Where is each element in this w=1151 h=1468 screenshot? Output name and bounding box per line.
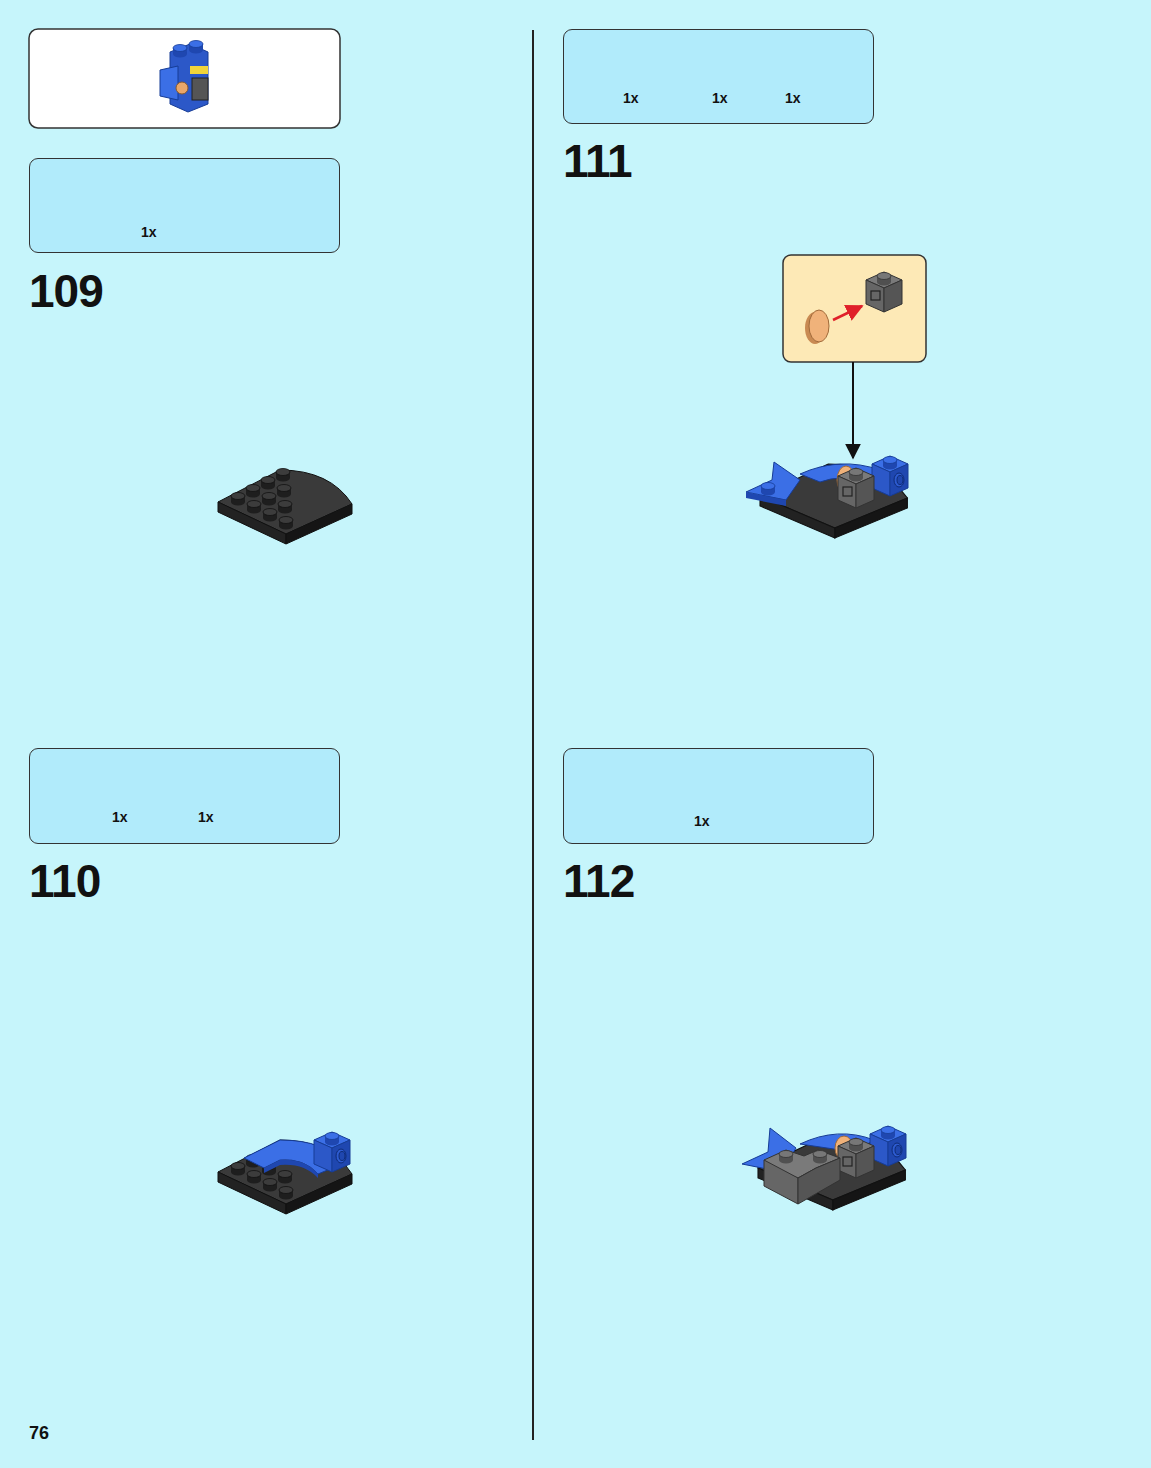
- part-quantity: 1x: [712, 90, 728, 106]
- parts-callout-box: 1x 1x: [29, 748, 340, 844]
- step-109-model: [218, 469, 352, 545]
- step-number: 109: [29, 268, 103, 314]
- part-quantity: 1x: [694, 813, 710, 829]
- part-quantity: 1x: [198, 809, 214, 825]
- placement-arrow: [852, 362, 854, 458]
- step-110-model: [218, 1132, 352, 1214]
- step-number: 111: [563, 138, 632, 184]
- step-112-model: [742, 1126, 906, 1210]
- parts-callout-box: 1x: [29, 158, 340, 253]
- page-number: 76: [29, 1424, 49, 1442]
- parts-callout-box: 1x: [563, 748, 874, 844]
- step-number: 110: [29, 858, 100, 904]
- part-quantity: 1x: [141, 224, 157, 240]
- part-quantity: 1x: [623, 90, 639, 106]
- inset-parts: [805, 272, 902, 344]
- step-number: 112: [563, 858, 634, 904]
- step-111-model: [746, 456, 908, 538]
- inset-box: [783, 255, 926, 362]
- subassembly-box: [29, 29, 340, 128]
- part-quantity: 1x: [785, 90, 801, 106]
- part-quantity: 1x: [112, 809, 128, 825]
- subassembly-icon: [160, 41, 208, 113]
- parts-callout-box: 1x 1x 1x: [563, 29, 874, 124]
- page-divider: [532, 30, 534, 1440]
